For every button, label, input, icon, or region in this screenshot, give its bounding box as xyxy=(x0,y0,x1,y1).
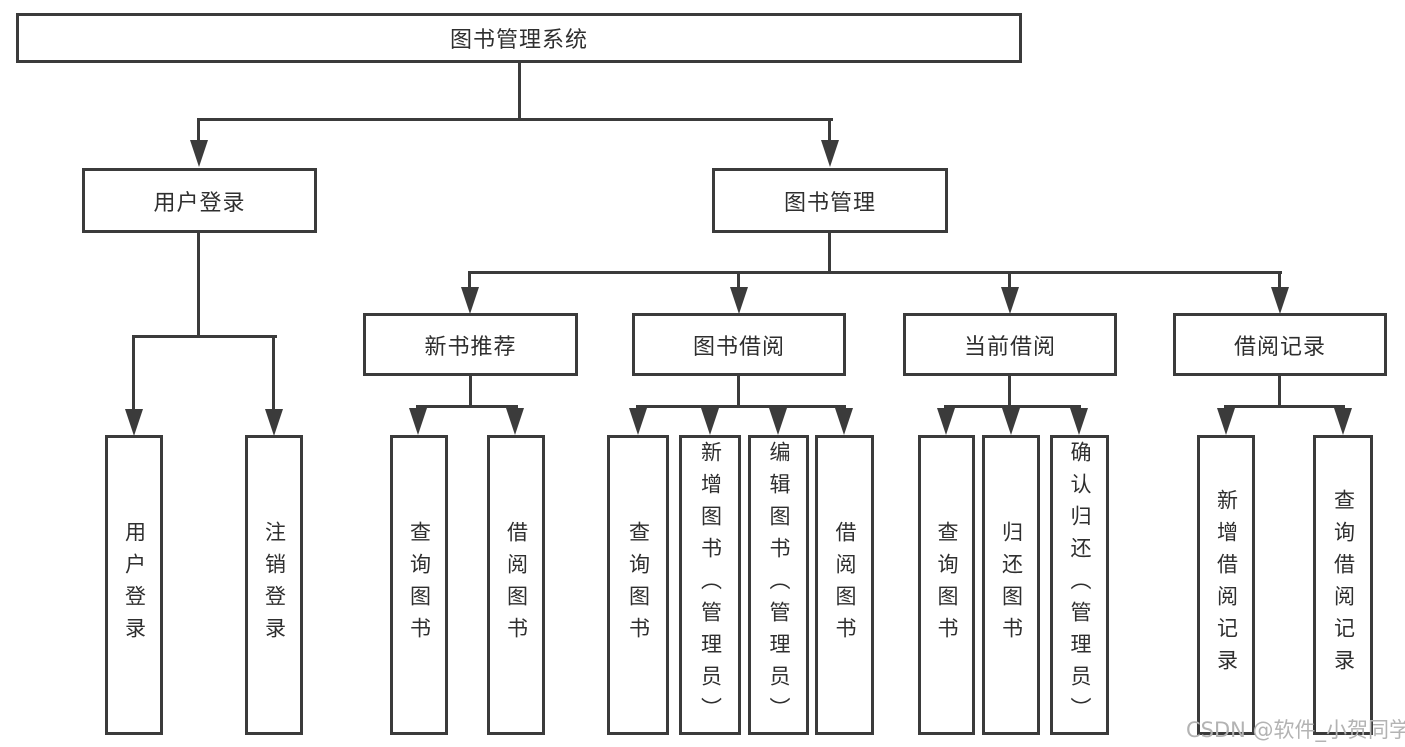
arrow-down xyxy=(1271,287,1289,314)
leaf-label: 注销登录 xyxy=(262,521,287,649)
leaf-label: 新增图书（管理员） xyxy=(698,441,723,729)
node-book-management-label: 图书管理 xyxy=(783,190,876,216)
arrow-down xyxy=(629,408,647,435)
node-new-book-recommendation: 新书推荐 xyxy=(363,313,578,376)
arrow-down xyxy=(461,287,479,314)
arrow-down xyxy=(1002,408,1020,435)
arrow-down xyxy=(506,408,524,435)
leaf-label: 查询图书 xyxy=(935,521,959,649)
leaf-borrow-books-recommend: 借阅图书 xyxy=(487,435,545,735)
leaf-label: 查询图书 xyxy=(626,521,651,649)
connector-line xyxy=(1224,405,1345,408)
connector-line xyxy=(469,376,472,407)
connector-line xyxy=(132,335,277,338)
arrow-down xyxy=(769,408,787,435)
arrow-down xyxy=(1070,408,1088,435)
leaf-label: 借阅图书 xyxy=(504,521,529,649)
connector-line xyxy=(828,233,831,274)
leaf-user-login: 用户登录 xyxy=(105,435,163,735)
arrow-down xyxy=(1334,408,1352,435)
connector-line xyxy=(1278,271,1281,291)
arrow-down xyxy=(265,409,283,436)
connector-line xyxy=(737,271,740,291)
node-borrowing-records: 借阅记录 xyxy=(1173,313,1387,376)
node-borrowing-records-label: 借阅记录 xyxy=(1233,334,1326,360)
watermark-text: CSDN @软件_小贺同学 xyxy=(1186,718,1405,742)
connector-line xyxy=(468,271,471,291)
leaf-label: 确认归还（管理员） xyxy=(1068,441,1092,729)
leaf-query-books-borrowing: 查询图书 xyxy=(607,435,669,735)
connector-line xyxy=(197,118,833,121)
connector-line xyxy=(1278,376,1281,407)
node-book-borrowing: 图书借阅 xyxy=(632,313,846,376)
leaf-label: 用户登录 xyxy=(122,521,147,649)
connector-line xyxy=(197,118,200,148)
node-current-borrowing: 当前借阅 xyxy=(903,313,1117,376)
leaf-add-borrow-record: 新增借阅记录 xyxy=(1197,435,1255,735)
arrow-down xyxy=(701,408,719,435)
arrow-down xyxy=(125,409,143,436)
leaf-return-books: 归还图书 xyxy=(982,435,1040,735)
leaf-edit-book-admin: 编辑图书（管理员） xyxy=(748,435,809,735)
leaf-label: 查询借阅记录 xyxy=(1331,489,1356,681)
leaf-logout: 注销登录 xyxy=(245,435,303,735)
arrow-down xyxy=(730,287,748,314)
leaf-label: 归还图书 xyxy=(999,521,1024,649)
leaf-label: 编辑图书（管理员） xyxy=(767,441,791,729)
connector-line xyxy=(518,63,521,120)
arrow-down xyxy=(409,408,427,435)
connector-line xyxy=(272,335,275,411)
connector-line xyxy=(197,233,200,338)
leaf-query-borrow-record: 查询借阅记录 xyxy=(1313,435,1373,735)
node-user-login-label: 用户登录 xyxy=(153,190,246,216)
leaf-add-book-admin: 新增图书（管理员） xyxy=(679,435,741,735)
node-root-label: 图书管理系统 xyxy=(449,28,588,53)
node-book-borrowing-label: 图书借阅 xyxy=(692,334,785,360)
connector-line xyxy=(944,405,1081,408)
arrow-down xyxy=(835,408,853,435)
connector-line xyxy=(132,335,135,411)
arrow-down xyxy=(821,140,839,167)
leaf-query-books-current: 查询图书 xyxy=(918,435,975,735)
node-new-book-recommendation-label: 新书推荐 xyxy=(424,334,517,360)
leaf-label: 新增借阅记录 xyxy=(1214,489,1239,681)
connector-line xyxy=(636,405,846,408)
leaf-label: 查询图书 xyxy=(407,521,432,649)
connector-line xyxy=(1008,376,1011,407)
leaf-borrow-books: 借阅图书 xyxy=(815,435,874,735)
node-current-borrowing-label: 当前借阅 xyxy=(963,334,1056,360)
node-root: 图书管理系统 xyxy=(16,13,1022,63)
arrow-down xyxy=(937,408,955,435)
arrow-down xyxy=(190,140,208,167)
leaf-label: 借阅图书 xyxy=(833,521,857,649)
leaf-query-books-recommend: 查询图书 xyxy=(390,435,448,735)
connector-line xyxy=(416,405,518,408)
connector-line xyxy=(737,376,740,407)
connector-line xyxy=(828,118,831,148)
arrow-down xyxy=(1001,287,1019,314)
connector-line xyxy=(1008,271,1011,291)
arrow-down xyxy=(1217,408,1235,435)
node-book-management: 图书管理 xyxy=(712,168,948,233)
connector-line xyxy=(468,271,1282,274)
node-user-login: 用户登录 xyxy=(82,168,317,233)
leaf-confirm-return-admin: 确认归还（管理员） xyxy=(1050,435,1109,735)
